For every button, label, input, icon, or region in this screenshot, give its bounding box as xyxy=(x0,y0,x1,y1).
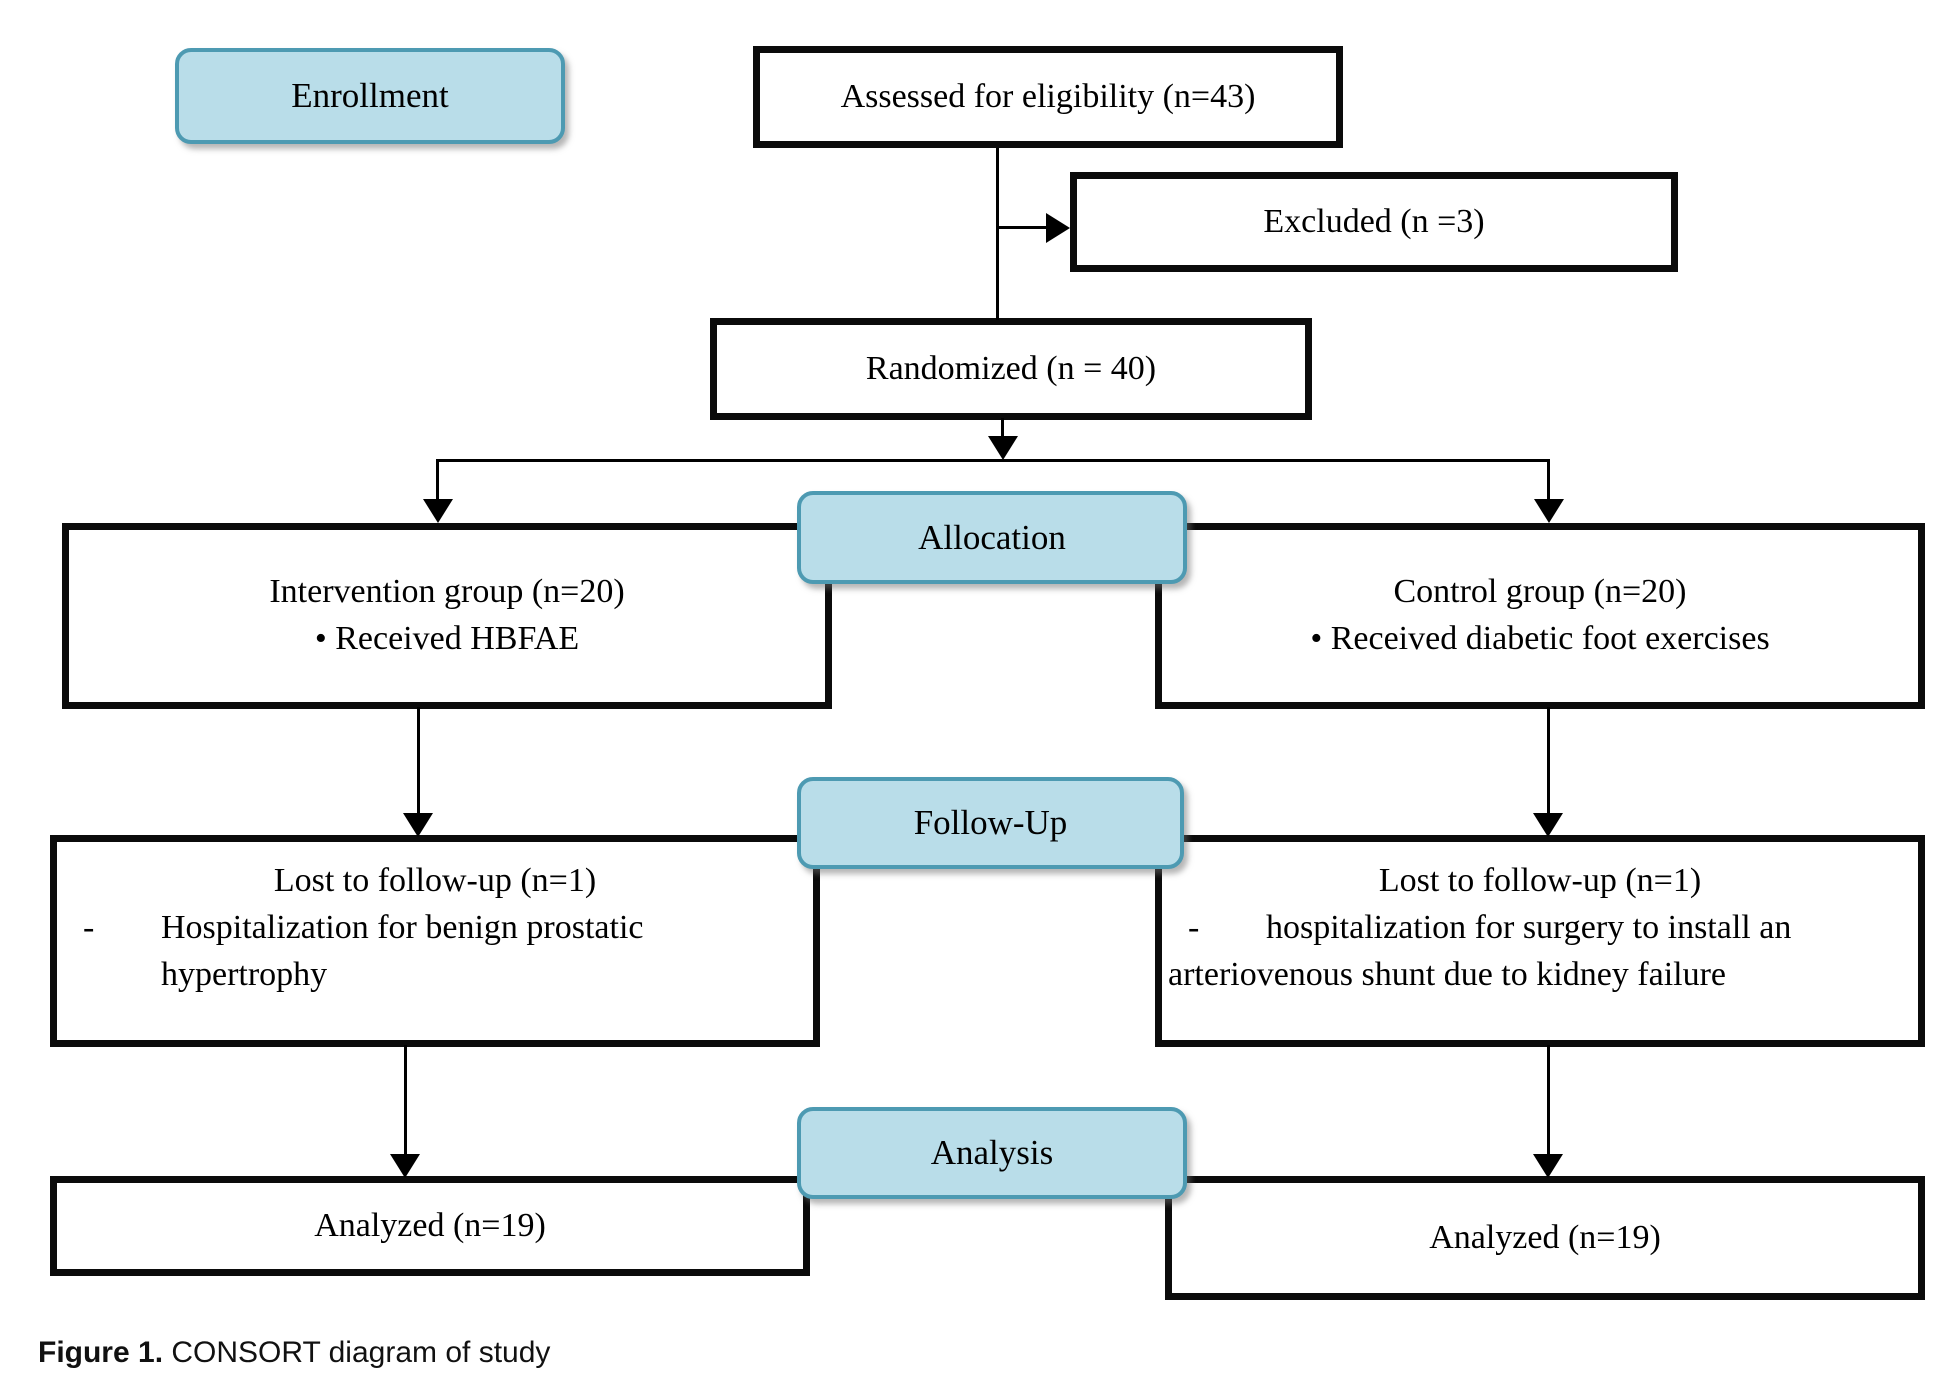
fu-left-dash: - xyxy=(83,908,95,946)
connector-split-left-drop-line xyxy=(436,459,439,501)
arrowhead-down-to-analyzed-right-icon xyxy=(1533,1154,1563,1178)
connector-control-to-followup-line xyxy=(1547,707,1550,815)
box-analyzed-control: Analyzed (n=19) xyxy=(1165,1176,1925,1300)
analyzed-right-text: Analyzed (n=19) xyxy=(1429,1218,1661,1256)
arrowhead-down-to-intervention-icon xyxy=(423,499,453,523)
stage-label-analysis-text: Analysis xyxy=(930,1133,1054,1172)
arrowhead-down-from-randomized-icon xyxy=(988,436,1018,460)
box-randomized: Randomized (n = 40) xyxy=(710,318,1312,420)
fu-right-reason-line1: hospitalization for surgery to install a… xyxy=(1266,908,1792,946)
connector-split-right-drop-line xyxy=(1547,459,1550,501)
control-bullet: • Received diabetic foot exercises xyxy=(1310,620,1770,657)
fu-left-reason-row: - Hospitalization for benign prostatic h… xyxy=(57,905,813,999)
box-control-group: Control group (n=20) • Received diabetic… xyxy=(1155,523,1925,709)
stage-label-followup: Follow-Up xyxy=(797,777,1184,869)
stage-label-allocation: Allocation xyxy=(797,491,1187,584)
analyzed-left-text: Analyzed (n=19) xyxy=(314,1206,546,1244)
fu-right-reason-line2: arteriovenous shunt due to kidney failur… xyxy=(1168,955,1727,993)
fu-right-dash: - xyxy=(1188,908,1200,946)
connector-randomized-down-line xyxy=(1001,418,1004,440)
stage-label-enrollment: Enrollment xyxy=(175,48,565,144)
connector-assessed-to-randomized-line xyxy=(996,148,999,320)
box-lost-followup-intervention: Lost to follow-up (n=1) - Hospitalizatio… xyxy=(50,835,820,1047)
fu-left-title: Lost to follow-up (n=1) xyxy=(273,862,597,899)
randomized-text: Randomized (n = 40) xyxy=(865,349,1157,387)
box-lost-followup-control: Lost to follow-up (n=1) - hospitalizatio… xyxy=(1155,835,1925,1047)
fu-right-title: Lost to follow-up (n=1) xyxy=(1378,862,1702,899)
arrowhead-right-to-excluded-icon xyxy=(1046,213,1070,243)
figure-caption: Figure 1. CONSORT diagram of study xyxy=(38,1336,550,1370)
box-assessed-for-eligibility: Assessed for eligibility (n=43) xyxy=(753,46,1343,148)
arrowhead-down-to-analyzed-left-icon xyxy=(390,1154,420,1178)
arrowhead-down-to-followup-right-icon xyxy=(1533,813,1563,837)
intervention-bullet: • Received HBFAE xyxy=(314,620,580,657)
figure-caption-label: Figure 1. xyxy=(38,1336,164,1369)
stage-label-analysis: Analysis xyxy=(797,1107,1187,1199)
assessed-text: Assessed for eligibility (n=43) xyxy=(840,77,1256,115)
stage-label-enrollment-text: Enrollment xyxy=(291,76,449,115)
fu-right-reason-row: - hospitalization for surgery to install… xyxy=(1162,905,1918,952)
arrowhead-down-to-control-icon xyxy=(1534,499,1564,523)
box-intervention-group: Intervention group (n=20) • Received HBF… xyxy=(62,523,832,709)
stage-label-allocation-text: Allocation xyxy=(918,517,1066,557)
connector-followup-left-to-analyzed-line xyxy=(404,1045,407,1156)
connector-followup-right-to-analyzed-line xyxy=(1547,1045,1550,1156)
connector-intervention-to-followup-line xyxy=(417,707,420,815)
arrowhead-down-to-followup-left-icon xyxy=(403,813,433,837)
box-analyzed-intervention: Analyzed (n=19) xyxy=(50,1176,810,1276)
connector-allocation-split-line xyxy=(437,459,1550,462)
connector-branch-to-excluded-line xyxy=(996,226,1048,229)
excluded-text: Excluded (n =3) xyxy=(1263,202,1485,240)
box-excluded: Excluded (n =3) xyxy=(1070,172,1678,272)
stage-label-followup-text: Follow-Up xyxy=(913,803,1068,842)
figure-caption-text: CONSORT diagram of study xyxy=(163,1336,551,1369)
control-title: Control group (n=20) xyxy=(1393,573,1687,611)
fu-left-reason: Hospitalization for benign prostatic hyp… xyxy=(161,908,644,993)
intervention-title: Intervention group (n=20) xyxy=(269,573,625,611)
